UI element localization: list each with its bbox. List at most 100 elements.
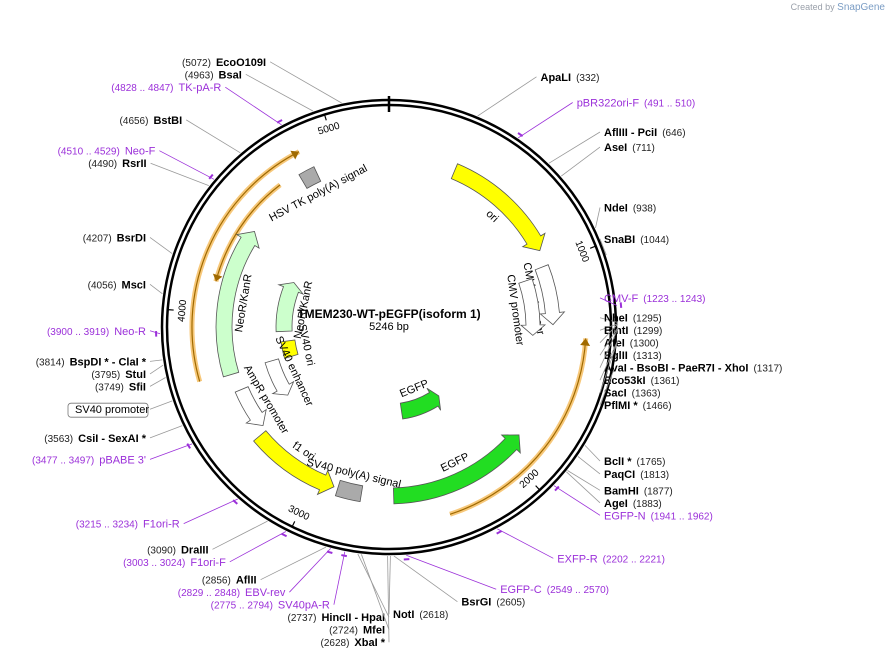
- site-asei: AseI(711): [561, 142, 655, 177]
- site-bsrgi-leader: [393, 555, 458, 603]
- site-asei-pos: (711): [632, 143, 655, 154]
- site-mfei-pos: (2724): [329, 626, 358, 637]
- credit-text: Created by: [790, 2, 835, 12]
- site-neo-r-label: (3900 .. 3919)Neo-R: [47, 326, 146, 338]
- site-cmv-f-name: CMV-F: [604, 293, 639, 305]
- tick-mark: [535, 485, 541, 491]
- feature-sv40-enhancer-shape: [264, 358, 295, 396]
- site-saci-label: SacI(1363): [604, 388, 661, 400]
- site-bstbi: (4656)BstBI: [120, 115, 241, 154]
- site-cmv-f-mark: [619, 302, 623, 308]
- site-draiii-pos: (3090): [147, 545, 176, 556]
- site-bsai-label: (4963)BsaI: [185, 69, 242, 81]
- site-agei-name: AgeI: [604, 498, 628, 510]
- site-bspdi-clai-pos: (3814): [36, 357, 65, 368]
- plasmid-name: TMEM230-WT-pEGFP(isoform 1): [297, 307, 480, 321]
- orf-neo-inner-arrowhead: [212, 273, 223, 282]
- site-stui-pos: (3795): [91, 370, 120, 381]
- site-egfp-c-name: EGFP-C: [500, 584, 542, 596]
- site-bglii-label: BglII(1313): [604, 350, 662, 362]
- site-sv40-promoter-label: SV40 promoter: [75, 404, 149, 416]
- site-f1ori-f-leader: [229, 531, 287, 563]
- site-afliii-pcii-name: AflIII - PciI: [604, 127, 657, 139]
- site-pflmi-label: PflMI *(1466): [604, 400, 672, 412]
- orf-egfp-arrowhead: [580, 338, 591, 346]
- site-bsrgi-name: BsrGI: [461, 597, 491, 609]
- site-avai-group-name: AvaI - BsoBI - PaeR7I - XhoI: [604, 363, 748, 375]
- site-csii-sexai: (3563) CsiI - SexAI *: [44, 425, 183, 445]
- site-cmv-f-leader: [599, 297, 618, 306]
- site-pbabe-3-pos: (3477 .. 3497): [32, 455, 94, 466]
- site-bamhi-leader: [567, 470, 601, 491]
- site-sfii: (3749)SfiI: [95, 377, 166, 393]
- site-bsrdi-name: BsrDI: [117, 232, 146, 244]
- feature-cmv-enhancer-shape: [534, 264, 566, 326]
- orf-egfp: [449, 338, 589, 517]
- feature-cmv-promoter-shape: [518, 278, 547, 336]
- site-bcli-name: BclI *: [604, 456, 632, 468]
- site-ndei-name: NdeI: [604, 203, 628, 215]
- site-noti-pos: (2618): [419, 610, 448, 621]
- site-bamhi: BamHI(1877): [567, 470, 673, 497]
- site-bmti-name: BmtI: [604, 325, 628, 337]
- site-csii-sexai-pos: (3563): [44, 434, 73, 445]
- site-nhei-name: NheI: [604, 313, 628, 325]
- site-afei-pos: (1300): [630, 339, 659, 350]
- site-bstbi-name: BstBI: [153, 115, 182, 127]
- site-afliii-pcii-leader: [548, 131, 601, 164]
- site-bsrdi-pos: (4207): [83, 233, 112, 244]
- site-afliii-2856: (2856)AflII: [202, 546, 327, 587]
- site-pbr322ori-f-pos: (491 .. 510): [644, 99, 695, 110]
- site-sv40-promoter-name: SV40 promoter: [75, 404, 149, 416]
- site-ebv-rev-name: EBV-rev: [245, 587, 286, 599]
- site-f1ori-r: (3215 .. 3234)F1ori-R: [76, 498, 238, 531]
- site-f1ori-f: (3003 .. 3024)F1ori-F: [123, 531, 288, 569]
- site-xbai-name: XbaI *: [354, 637, 385, 649]
- site-pbr322ori-f-leader: [517, 102, 573, 139]
- site-pbabe-3-name: pBABE 3': [99, 454, 146, 466]
- site-ecoo109i-leader: [269, 61, 342, 104]
- site-bsai-pos: (4963): [185, 70, 214, 81]
- plasmid-center-info: TMEM230-WT-pEGFP(isoform 1) 5246 bp: [297, 307, 480, 333]
- site-egfp-n-mark: [554, 485, 560, 492]
- site-bcli: BclI *(1765): [584, 445, 665, 468]
- plasmid-size: 5246 bp: [369, 321, 409, 333]
- site-bamhi-name: BamHI: [604, 485, 639, 497]
- site-apali: ApaLI(332): [477, 72, 599, 117]
- site-avai-group-leader: [599, 328, 619, 368]
- site-saci-pos: (1363): [632, 389, 661, 400]
- site-tk-pa-r-pos: (4828 .. 4847): [111, 83, 173, 94]
- site-rsrii: (4490)RsrII: [88, 158, 209, 186]
- site-bcli-leader: [584, 445, 601, 462]
- site-cmv-f: CMV-F(1223 .. 1243): [599, 293, 706, 308]
- site-egfp-n-pos: (1941 .. 1962): [651, 511, 713, 522]
- site-stui-leader: [149, 364, 164, 375]
- site-f1ori-r-label: (3215 .. 3234)F1ori-R: [76, 519, 180, 531]
- site-egfp-c-pos: (2549 .. 2570): [547, 585, 609, 596]
- site-ebv-rev-leader: [289, 548, 331, 593]
- site-csii-sexai-label: (3563) CsiI - SexAI *: [44, 433, 146, 445]
- site-pbabe-3-leader: [149, 443, 193, 460]
- site-afei-leader: [599, 323, 619, 343]
- feature-neor-kanr-outer-shape: [215, 231, 260, 378]
- site-noti: NotI(2618): [388, 555, 448, 621]
- site-paqci-name: PaqCI: [604, 469, 635, 481]
- feature-egfp-2: EGFP: [398, 378, 441, 420]
- site-afliii-2856-leader: [260, 546, 327, 581]
- site-bspdi-clai-label: (3814)BspDI * - ClaI *: [36, 356, 147, 368]
- site-ecoo109i-name: EcoO109I: [216, 57, 266, 69]
- site-eco53ki-label: Eco53kI(1361): [604, 375, 680, 387]
- site-f1ori-f-mark: [281, 532, 288, 538]
- site-sv40pa-r-pos: (2775 .. 2794): [211, 601, 273, 612]
- site-avai-group-label: AvaI - BsoBI - PaeR7I - XhoI(1317): [604, 363, 782, 375]
- site-bcli-label: BclI *(1765): [604, 456, 665, 468]
- site-hincii-hpai-name: HincII - HpaI: [321, 612, 385, 624]
- site-csii-sexai-name: CsiI - SexAI *: [78, 433, 147, 445]
- site-rsrii-name: RsrII: [122, 158, 146, 170]
- site-mfei-label: (2724)MfeI: [329, 625, 385, 637]
- site-snabi: SnaBI(1044): [599, 234, 669, 256]
- site-msci-pos: (4056): [88, 280, 117, 291]
- site-ebv-rev-pos: (2829 .. 2848): [178, 588, 240, 599]
